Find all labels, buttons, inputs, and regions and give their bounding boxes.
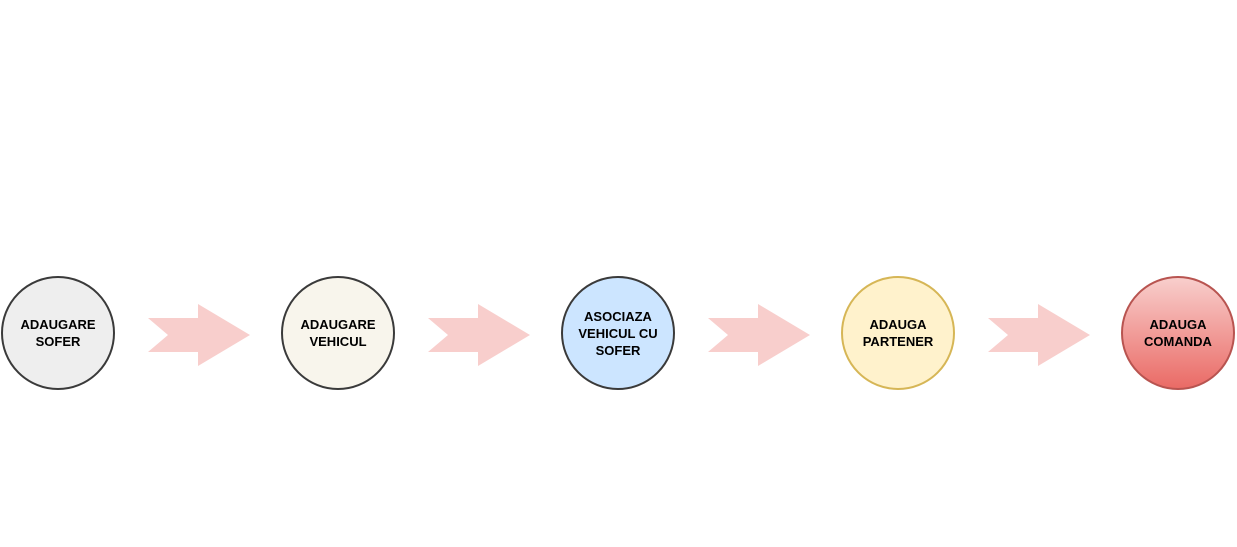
step-label: ADAUGA COMANDA <box>1144 317 1212 349</box>
step-adauga-partener: ADAUGA PARTENER <box>841 276 955 390</box>
step-adaugare-sofer: ADAUGARE SOFER <box>1 276 115 390</box>
step-label: ADAUGA PARTENER <box>862 317 934 349</box>
step-label: ASOCIAZA VEHICUL CU SOFER <box>578 308 658 358</box>
arrow-right-icon <box>428 304 530 366</box>
step-asociaza-vehicul-cu-sofer: ASOCIAZA VEHICUL CU SOFER <box>561 276 675 390</box>
arrow-right-icon <box>708 304 810 366</box>
step-adauga-comanda: ADAUGA COMANDA <box>1121 276 1235 390</box>
step-adaugare-vehicul: ADAUGARE VEHICUL <box>281 276 395 390</box>
arrow-right-icon <box>148 304 250 366</box>
step-label: ADAUGARE SOFER <box>20 317 96 349</box>
step-label: ADAUGARE VEHICUL <box>300 317 376 349</box>
arrow-right-icon <box>988 304 1090 366</box>
